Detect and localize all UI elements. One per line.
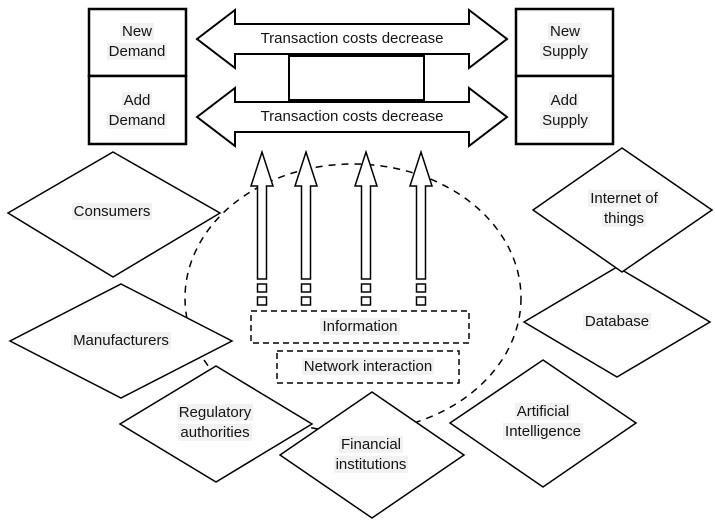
label-text: Information [320,317,400,335]
label-transaction-costs-top: Transaction costs decrease [222,29,482,49]
label-artificial-intelligence: Artificial Intelligence [493,402,593,443]
up-arrow-4 [408,149,434,280]
up-arrow-1-dash [256,283,268,293]
up-arrow-3-dash [360,283,372,293]
up-arrow-2-dash [300,283,312,293]
up-arrow-3 [353,149,379,280]
transaction-arrow-top [195,7,509,71]
label-text: Manufacturers [71,331,171,349]
label-regulatory-authorities: Regulatory authorities [165,403,265,444]
add-demand-box [87,74,188,146]
label-text: Transaction costs decrease [260,107,444,125]
label-new-supply: New Supply [525,22,605,63]
label-financial-institutions: Financial institutions [321,435,421,476]
label-text: Add Supply [540,91,590,129]
label-text: Database [582,312,652,330]
label-text: Add Demand [106,91,168,129]
up-arrow-4-dash [415,283,427,293]
up-arrow-2 [293,149,319,280]
label-consumers: Consumers [47,202,177,222]
label-database: Database [562,312,672,332]
label-text: Internet of things [588,189,660,227]
label-text: Financial institutions [333,435,409,473]
up-arrow-4-dash [415,296,427,306]
label-text: New Demand [106,22,168,60]
label-internet-of-things: Internet of things [584,189,664,230]
label-network-interaction: Network interaction [273,357,463,377]
label-text: Consumers [71,202,153,220]
label-text: Network interaction [301,357,435,375]
label-transaction-costs-bottom: Transaction costs decrease [222,107,482,127]
transaction-arrow-bottom [195,85,509,149]
label-new-demand: New Demand [97,22,177,63]
up-arrow-3-dash [360,296,372,306]
add-supply-box [514,74,615,146]
up-arrow-1-dash [256,296,268,306]
label-add-supply: Add Supply [525,91,605,132]
label-text: Transaction costs decrease [260,29,444,47]
label-text: New Supply [540,22,590,60]
up-arrow-2-dash [300,296,312,306]
up-arrow-1 [249,149,275,280]
label-text: Regulatory authorities [176,403,254,441]
label-add-demand: Add Demand [97,91,177,132]
label-text: Artificial Intelligence [503,402,583,440]
label-information: Information [260,317,460,337]
arrow-connector-rect [288,55,425,101]
label-manufacturers: Manufacturers [51,331,191,351]
